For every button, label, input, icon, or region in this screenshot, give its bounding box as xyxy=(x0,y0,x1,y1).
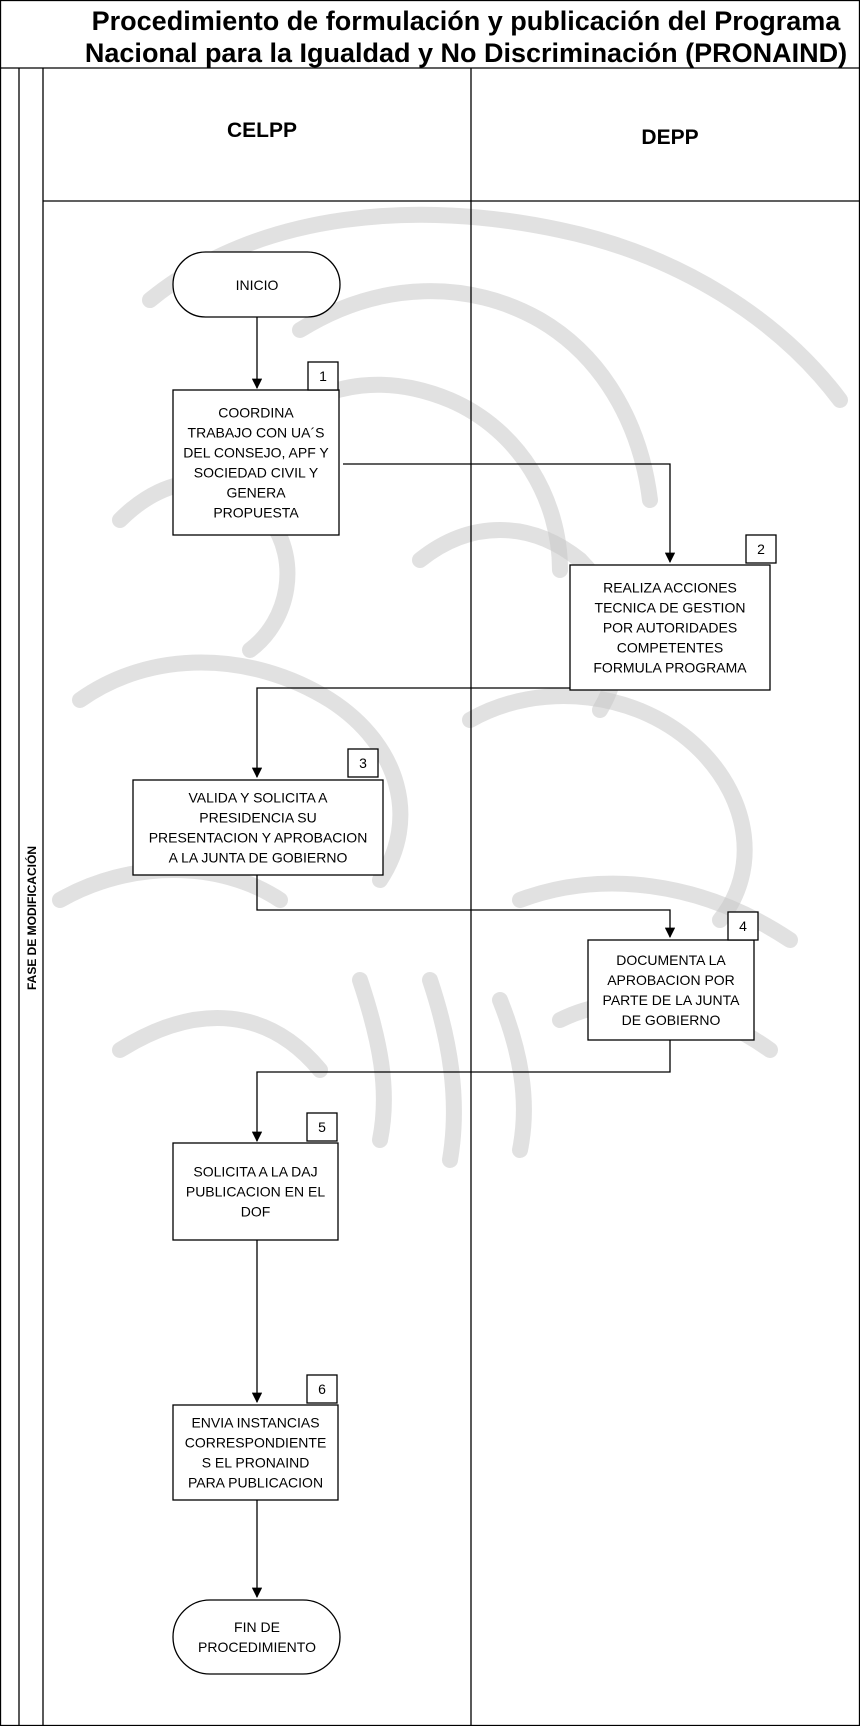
end-label-line: PROCEDIMIENTO xyxy=(198,1639,316,1655)
step-text-line: DE GOBIERNO xyxy=(622,1012,721,1028)
step-text-line: VALIDA Y SOLICITA A xyxy=(188,790,328,806)
title-line-2: Nacional para la Igualdad y No Discrimin… xyxy=(85,38,847,68)
process-box xyxy=(172,389,340,536)
step-text-line: A LA JUNTA DE GOBIERNO xyxy=(169,850,348,866)
lane-header-celpp: CELPP xyxy=(227,119,297,142)
step-text-line: GENERA xyxy=(226,485,286,501)
step-text-line: SOLICITA A LA DAJ xyxy=(193,1164,317,1180)
step-number: 1 xyxy=(319,368,327,384)
step-number-box xyxy=(727,911,759,941)
step-text-line: PUBLICACION EN EL xyxy=(186,1184,325,1200)
step-number: 3 xyxy=(359,755,367,771)
step-text-line: COMPETENTES xyxy=(617,640,724,656)
step-text-line: COORDINA xyxy=(218,405,294,421)
process-box xyxy=(569,564,771,691)
step-number: 2 xyxy=(757,541,765,557)
step-text-line: PARA PUBLICACION xyxy=(188,1475,323,1491)
step-text-line: DEL CONSEJO, APF Y xyxy=(183,445,329,461)
step-number-box xyxy=(306,1374,338,1404)
step-number-box xyxy=(307,361,339,391)
step-text-line: DOF xyxy=(241,1204,271,1220)
step-number-box xyxy=(306,1112,338,1142)
start-label: INICIO xyxy=(236,277,279,293)
connector-4-to-5 xyxy=(251,1040,671,1143)
step-number-box xyxy=(745,534,777,564)
step-text-line: REALIZA ACCIONES xyxy=(603,580,737,596)
step-text-line: CORRESPONDIENTE xyxy=(185,1435,327,1451)
step-text-line: DOCUMENTA LA xyxy=(616,952,726,968)
step-text-line: PRESENTACION Y APROBACION xyxy=(149,830,368,846)
start-terminator: INICIO xyxy=(172,251,341,318)
phase-label: FASE DE MODIFICACIÓN xyxy=(24,846,39,990)
process-box xyxy=(172,1404,339,1501)
step-number: 6 xyxy=(318,1381,326,1397)
step-text-line: SOCIEDAD CIVIL Y xyxy=(194,465,319,481)
connectors xyxy=(251,317,676,1599)
step-text-line: S EL PRONAIND xyxy=(202,1455,310,1471)
step-number-box xyxy=(347,748,379,778)
process-box xyxy=(172,1142,339,1241)
step-text-line: FORMULA PROGRAMA xyxy=(593,660,747,676)
step-text-line: POR AUTORIDADES xyxy=(603,620,737,636)
end-terminator: FIN DE PROCEDIMIENTO xyxy=(172,1599,341,1675)
connector-1-to-2 xyxy=(343,463,676,564)
step-text-line: TECNICA DE GESTION xyxy=(595,600,746,616)
step-text-line: PARTE DE LA JUNTA xyxy=(603,992,741,1008)
step-number: 4 xyxy=(739,918,747,934)
step-text-line: APROBACION POR xyxy=(607,972,735,988)
end-label-line: FIN DE xyxy=(234,1619,280,1635)
step-number: 5 xyxy=(318,1119,326,1135)
step-text-line: PRESIDENCIA SU xyxy=(199,810,316,826)
connector-3-to-4 xyxy=(256,874,676,939)
step-text-line: TRABAJO CON UA´S xyxy=(188,425,325,441)
process-box xyxy=(132,779,384,876)
process-box xyxy=(587,939,755,1041)
lane-header-depp: DEPP xyxy=(641,126,698,149)
step-text-line: PROPUESTA xyxy=(213,505,299,521)
title-line-1: Procedimiento de formulación y publicaci… xyxy=(92,6,842,36)
connector-2-to-3 xyxy=(251,687,670,779)
step-text-line: ENVIA INSTANCIAS xyxy=(191,1415,319,1431)
